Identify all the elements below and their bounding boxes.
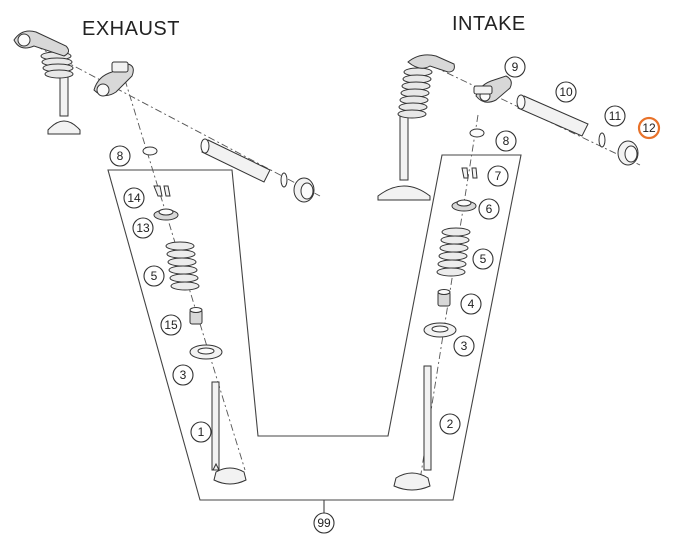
svg-text:99: 99 (317, 516, 331, 530)
svg-text:8: 8 (117, 149, 124, 163)
callout-6[interactable]: 6 (478, 198, 500, 220)
svg-text:4: 4 (468, 297, 475, 311)
exhaust-valve-spring-5 (165, 241, 200, 291)
intake-spring-retainer-6 (451, 199, 477, 212)
svg-text:3: 3 (180, 368, 187, 382)
intake-shaft-plug-12 (617, 140, 639, 166)
svg-text:7: 7 (495, 169, 502, 183)
intake-spring-seat-3 (423, 322, 457, 338)
intake-valve-keeper-7 (461, 167, 478, 179)
svg-text:10: 10 (559, 85, 573, 99)
exhaust-assembled-valve (13, 30, 81, 135)
svg-text:6: 6 (486, 202, 493, 216)
intake-assembled-valve (377, 54, 455, 201)
callout-3-intake[interactable]: 3 (453, 335, 475, 357)
callout-5-exhaust[interactable]: 5 (143, 265, 165, 287)
intake-valve-stem-seal-4 (437, 289, 451, 307)
callout-2[interactable]: 2 (439, 413, 461, 435)
exhaust-rocker-shaft (200, 138, 271, 183)
svg-text:9: 9 (512, 60, 519, 74)
exhaust-spring-retainer-13 (153, 208, 179, 221)
exhaust-shaft-plug (293, 177, 315, 203)
exhaust-valve-axis (124, 79, 246, 471)
svg-text:13: 13 (136, 221, 150, 235)
intake-rocker-shaft-10 (516, 94, 589, 137)
exhaust-rocker-arm (93, 61, 134, 97)
callout-14[interactable]: 14 (123, 187, 145, 209)
svg-text:5: 5 (151, 269, 158, 283)
svg-text:14: 14 (127, 191, 141, 205)
callout-12-highlighted[interactable]: 12 (637, 116, 661, 140)
svg-text:12: 12 (642, 121, 656, 135)
intake-valve-spring-5 (436, 227, 471, 277)
assembly-frame-99 (107, 154, 522, 501)
svg-text:1: 1 (198, 425, 205, 439)
callout-8-intake[interactable]: 8 (495, 130, 517, 152)
exhaust-rocker-axis (35, 45, 321, 197)
exhaust-shim-8 (142, 146, 158, 156)
exhaust-valve-keeper-14 (153, 185, 171, 197)
callout-15[interactable]: 15 (160, 314, 182, 336)
intake-valve-2 (393, 365, 432, 491)
callout-99[interactable]: 99 (313, 512, 335, 534)
callout-11[interactable]: 11 (604, 105, 626, 127)
svg-text:2: 2 (447, 417, 454, 431)
callout-1[interactable]: 1 (190, 421, 212, 443)
exhaust-title: EXHAUST (82, 18, 180, 40)
callout-9[interactable]: 9 (504, 56, 526, 78)
callout-3-exhaust[interactable]: 3 (172, 364, 194, 386)
svg-text:3: 3 (461, 339, 468, 353)
intake-title: INTAKE (452, 13, 526, 35)
intake-shim-8 (469, 128, 485, 138)
svg-text:11: 11 (609, 109, 622, 123)
exhaust-valve-1 (211, 381, 247, 485)
intake-shaft-washer-11 (598, 132, 606, 148)
callout-13[interactable]: 13 (132, 217, 154, 239)
svg-text:15: 15 (164, 318, 178, 332)
exhaust-shaft-washer (280, 172, 288, 188)
intake-rocker-arm-9 (473, 75, 512, 103)
callout-4[interactable]: 4 (460, 293, 482, 315)
callout-8-exhaust[interactable]: 8 (109, 145, 131, 167)
svg-text:8: 8 (503, 134, 510, 148)
exhaust-spring-seat-3 (189, 344, 223, 360)
callout-7[interactable]: 7 (487, 165, 509, 187)
svg-text:5: 5 (480, 252, 487, 266)
callout-5-intake[interactable]: 5 (472, 248, 494, 270)
exhaust-valve-stem-seal-15 (189, 307, 203, 325)
callout-10[interactable]: 10 (555, 81, 577, 103)
